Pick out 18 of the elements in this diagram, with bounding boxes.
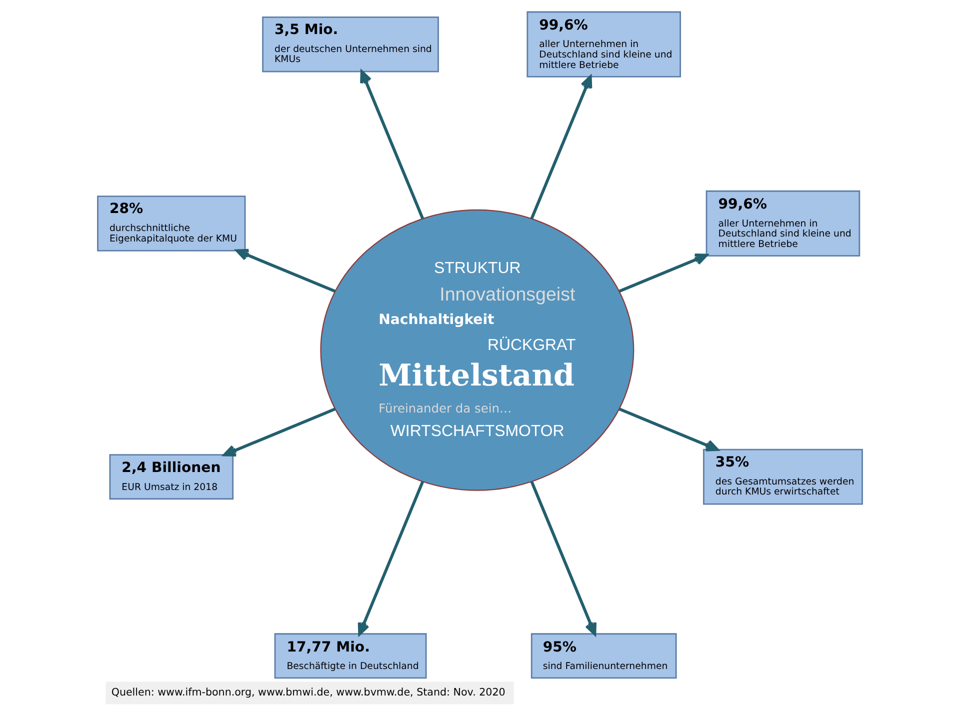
node-ellipse: STRUKTUR Innovationsgeist Nachhaltigkeit RÜCKGRAT Mittelstand Füreinander da sein… WIRTSCHAFTSMOTOR xyxy=(320,209,634,491)
node-box: 99,6% aller Unternehmen in Deutschland sind kleine und mittlere Betriebe xyxy=(526,11,682,78)
node-box: 28% durchschnittliche Eigenkapitalquote der KMU xyxy=(97,196,246,252)
arrow xyxy=(530,481,597,636)
node-box: 95% sind Familienunternehmen xyxy=(530,633,677,679)
arrow xyxy=(360,70,424,220)
arrow xyxy=(618,408,719,452)
node-box: 3,5 Mio. der deutschen Unternehmen sind KMUs xyxy=(262,16,439,72)
arrow xyxy=(236,248,336,293)
node-box: 99,6% aller Unternehmen in Deutschland sind kleine und mittlere Betriebe xyxy=(706,190,860,257)
arrow xyxy=(530,76,592,220)
node-box: 17,77 Mio. Beschäftigte in Deutschland xyxy=(274,633,427,679)
arrow xyxy=(223,408,336,457)
arrow xyxy=(358,481,424,636)
arrow xyxy=(618,253,708,293)
caption: Quellen: www.ifm-bonn.org, www.bmwi.de, www.bvmw.de, Stand: Nov. 2020 xyxy=(111,686,506,699)
node-box: 35% des Gesamtumsatzes werden durch KMUs erwirtschaftet xyxy=(703,448,863,505)
node-box: 2,4 Billionen EUR Umsatz in 2018 xyxy=(109,454,234,500)
